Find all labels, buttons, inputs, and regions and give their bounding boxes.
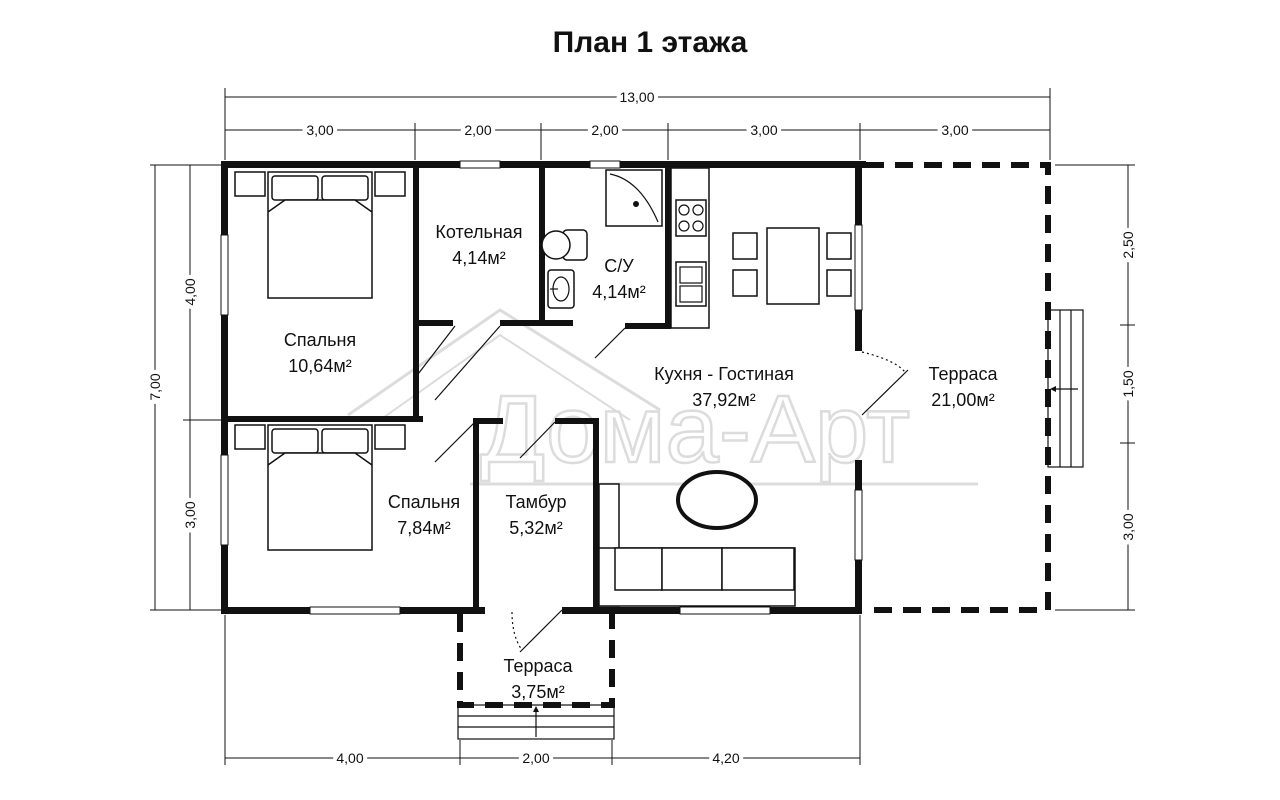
room-kitchen-living: Кухня - Гостиная 37,92м² bbox=[654, 364, 794, 410]
room-bathroom: С/У 4,14м² bbox=[592, 256, 645, 302]
door-bedroom1 bbox=[434, 325, 501, 401]
watermark-roof-icon bbox=[347, 308, 661, 417]
coffee-table-icon bbox=[676, 470, 758, 530]
dim-bottom-3: 4,20 bbox=[712, 750, 739, 766]
kitchen-counter-icon bbox=[670, 167, 710, 329]
bed-bedroom2-icon bbox=[234, 424, 406, 551]
room-bedroom1: Спальня 10,64м² bbox=[284, 330, 356, 376]
dim-right-2: 1,50 bbox=[1120, 370, 1136, 397]
door-bedroom2 bbox=[434, 421, 476, 463]
dim-bottom-2: 2,00 bbox=[522, 750, 549, 766]
door-entrance bbox=[519, 609, 563, 653]
dim-top-4: 3,00 bbox=[750, 122, 777, 138]
room-area: 4,14м² bbox=[452, 248, 505, 268]
window-boiler bbox=[459, 160, 501, 169]
dimension-top-total: 13,00 bbox=[224, 85, 1051, 160]
door-terrace bbox=[861, 369, 909, 416]
dim-bottom-1: 4,00 bbox=[336, 750, 363, 766]
room-terrace-small: Терраса 3,75м² bbox=[503, 656, 573, 702]
window-bathroom bbox=[589, 160, 621, 169]
dimension-right: 2,50 1,50 3,00 bbox=[1055, 164, 1140, 611]
room-name: С/У bbox=[604, 256, 634, 276]
room-name: Кухня - Гостиная bbox=[654, 364, 794, 384]
door-bathroom bbox=[594, 327, 626, 359]
window-bedroom1 bbox=[220, 234, 229, 316]
room-name: Терраса bbox=[503, 656, 573, 676]
dimension-left: 7,00 4,00 3,00 bbox=[143, 164, 225, 611]
windows bbox=[220, 160, 863, 615]
dim-left-total: 7,00 bbox=[147, 373, 163, 400]
dim-top-1: 3,00 bbox=[306, 122, 333, 138]
room-name: Котельная bbox=[435, 222, 522, 242]
room-area: 37,92м² bbox=[692, 390, 755, 410]
dim-top-total: 13,00 bbox=[619, 89, 654, 105]
watermark-text: Дома-Арт bbox=[480, 376, 910, 483]
watermark-roof-inner-icon bbox=[379, 333, 631, 421]
dim-right-1: 2,50 bbox=[1120, 231, 1136, 258]
page-title: План 1 этажа bbox=[553, 26, 748, 59]
watermark: Дома-Арт bbox=[347, 308, 978, 486]
room-name: Тамбур bbox=[505, 492, 566, 512]
bed-bedroom1-icon bbox=[234, 171, 406, 299]
room-bedroom2: Спальня 7,84м² bbox=[388, 492, 460, 538]
doors bbox=[414, 325, 909, 653]
shower-icon bbox=[605, 169, 663, 227]
door-boiler bbox=[414, 325, 456, 379]
dimension-top-segments: 3,00 2,00 2,00 3,00 3,00 bbox=[225, 118, 1050, 160]
dim-top-5: 3,00 bbox=[941, 122, 968, 138]
room-vestibule: Тамбур 5,32м² bbox=[505, 492, 566, 538]
dim-left-1: 4,00 bbox=[182, 278, 198, 305]
room-name: Терраса bbox=[928, 364, 998, 384]
room-name: Спальня bbox=[284, 330, 356, 350]
room-name: Спальня bbox=[388, 492, 460, 512]
sofa-icon bbox=[598, 483, 796, 607]
dim-top-2: 2,00 bbox=[464, 122, 491, 138]
dim-top-3: 2,00 bbox=[591, 122, 618, 138]
room-area: 7,84м² bbox=[397, 518, 450, 538]
door-vestibule bbox=[519, 421, 556, 459]
dining-table-icon bbox=[732, 227, 852, 305]
room-area: 3,75м² bbox=[511, 682, 564, 702]
stairs-bottom bbox=[457, 704, 615, 740]
room-boiler: Котельная 4,14м² bbox=[435, 222, 522, 268]
toilet-icon bbox=[541, 229, 588, 261]
window-living-bottom bbox=[679, 606, 771, 615]
window-kitchen-right bbox=[854, 224, 863, 311]
terrace-small-outline bbox=[457, 614, 615, 708]
terrace-big-outline bbox=[866, 162, 1051, 613]
room-area: 5,32м² bbox=[509, 518, 562, 538]
window-bedroom2 bbox=[220, 454, 229, 546]
room-area: 4,14м² bbox=[592, 282, 645, 302]
room-area: 21,00м² bbox=[931, 390, 994, 410]
sink-bathroom-icon bbox=[547, 269, 575, 309]
stairs-right bbox=[1047, 309, 1084, 468]
dim-right-3: 3,00 bbox=[1120, 513, 1136, 540]
room-area: 10,64м² bbox=[288, 356, 351, 376]
dim-left-2: 3,00 bbox=[182, 501, 198, 528]
window-living-right bbox=[854, 489, 863, 561]
window-bedroom2-bottom bbox=[309, 606, 401, 615]
room-terrace-big: Терраса 21,00м² bbox=[928, 364, 998, 410]
